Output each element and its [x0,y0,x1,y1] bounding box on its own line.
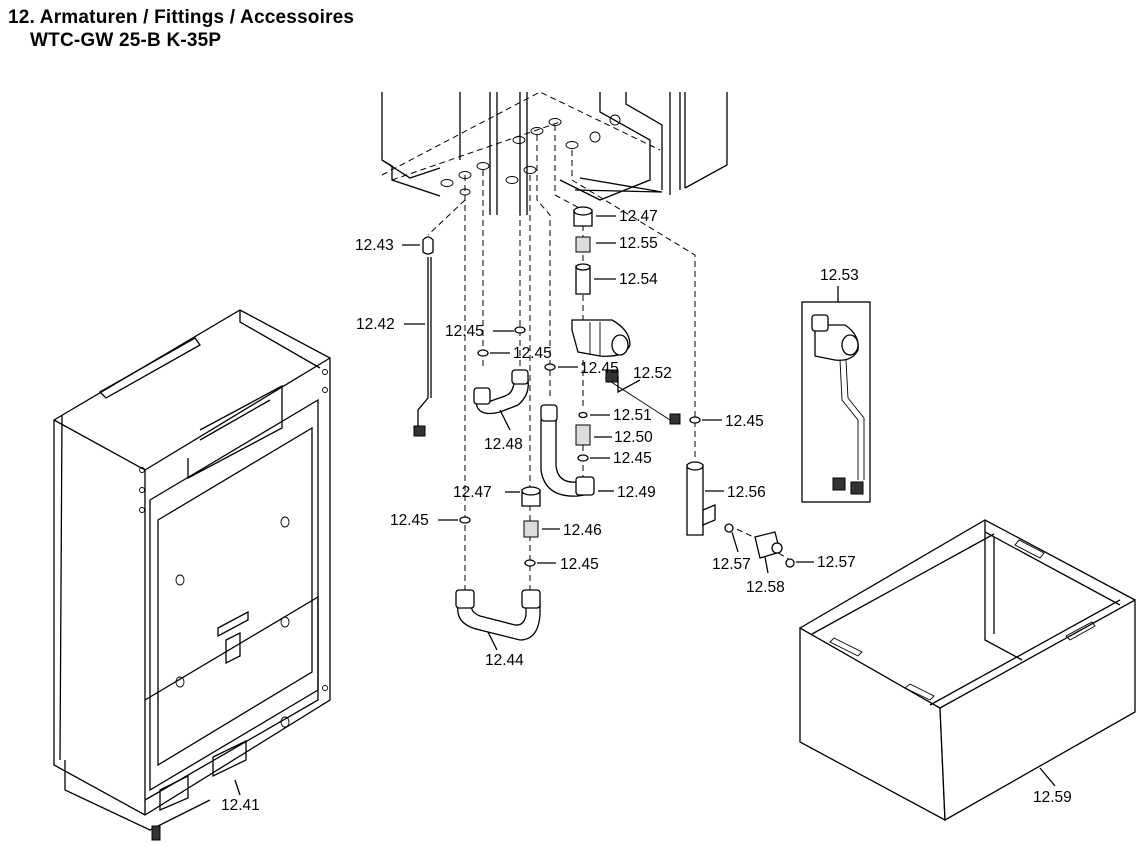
label-12-42: 12.42 [356,316,395,333]
label-12-47-bottom: 12.47 [453,484,492,501]
floor-stand [799,519,1136,822]
label-12-43: 12.43 [355,237,394,254]
sensor-cable [413,236,434,437]
elbow-pipe-12-48 [473,369,529,415]
seal-rings [459,326,701,567]
label-12-54: 12.54 [619,271,658,288]
boiler-underside [381,91,728,215]
label-12-58: 12.58 [746,579,785,596]
u-pipe-12-44 [455,589,541,641]
label-12-45-e: 12.45 [613,450,652,467]
label-12-47-top: 12.47 [619,208,658,225]
label-12-45-c: 12.45 [580,360,619,377]
tee-fitting [686,461,795,568]
label-12-57-right: 12.57 [817,554,856,571]
label-12-50: 12.50 [614,429,653,446]
lower-fittings [521,486,541,538]
elbow-pipe-12-49 [540,404,595,497]
pump-detail-inset [801,301,871,503]
label-12-41: 12.41 [221,797,260,814]
assembly-lines [427,125,791,590]
label-12-45-a: 12.45 [445,323,484,340]
label-12-45-f: 12.45 [390,512,429,529]
label-12-45-g: 12.45 [560,556,599,573]
label-12-48: 12.48 [484,436,523,453]
label-12-56: 12.56 [727,484,766,501]
label-12-44: 12.44 [485,652,524,669]
label-12-49: 12.49 [617,484,656,501]
label-12-46: 12.46 [563,522,602,539]
label-12-59: 12.59 [1033,789,1072,806]
title-line-1: 12. Armaturen / Fittings / Accessoires [8,7,355,28]
label-12-52: 12.52 [633,365,672,382]
label-12-57-left: 12.57 [712,556,751,573]
label-12-53: 12.53 [820,267,859,284]
label-12-45-d: 12.45 [725,413,764,430]
label-12-51: 12.51 [613,407,652,424]
label-12-55: 12.55 [619,235,658,252]
part-labels: 12.47 12.55 12.43 12.54 12.53 12.42 12.4… [221,208,1072,814]
title-line-2: WTC-GW 25-B K-35P [30,30,222,51]
leader-lines [234,215,1056,796]
boiler-cabinet [53,309,331,841]
label-12-45-b: 12.45 [513,345,552,362]
page-title: 12. Armaturen / Fittings / Accessoires W… [8,6,354,52]
pump-assembly [571,206,681,446]
